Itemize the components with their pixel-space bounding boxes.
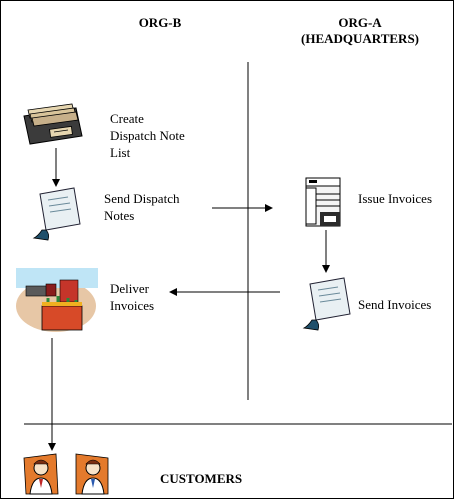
customers-label: CUSTOMERS xyxy=(160,471,243,486)
customer-person-icon xyxy=(23,453,59,495)
send-notes-label-line1: Send Dispatch xyxy=(104,191,180,206)
invoice-document-icon xyxy=(305,177,341,227)
create-label-line1: Create xyxy=(110,111,144,126)
create-label-line2: Dispatch Note xyxy=(110,128,185,143)
deliver-label-line1: Deliver xyxy=(110,281,149,296)
send-invoices-label: Send Invoices xyxy=(358,297,432,312)
org-a-header-line1: ORG-A xyxy=(338,15,382,30)
letter-mailman-icon-2 xyxy=(302,277,351,331)
card-file-icon xyxy=(23,103,83,145)
create-label-line3: List xyxy=(110,145,131,160)
issue-invoices-label: Issue Invoices xyxy=(358,191,433,206)
delivery-truck-icon xyxy=(16,268,98,332)
letter-mailman-icon xyxy=(32,187,81,241)
send-notes-label-line2: Notes xyxy=(104,208,135,223)
org-a-header-line2: (HEADQUARTERS) xyxy=(301,31,419,46)
deliver-label-line2: Invoices xyxy=(110,298,155,313)
customer-person-icon-2 xyxy=(75,453,109,495)
org-b-header: ORG-B xyxy=(138,15,182,30)
